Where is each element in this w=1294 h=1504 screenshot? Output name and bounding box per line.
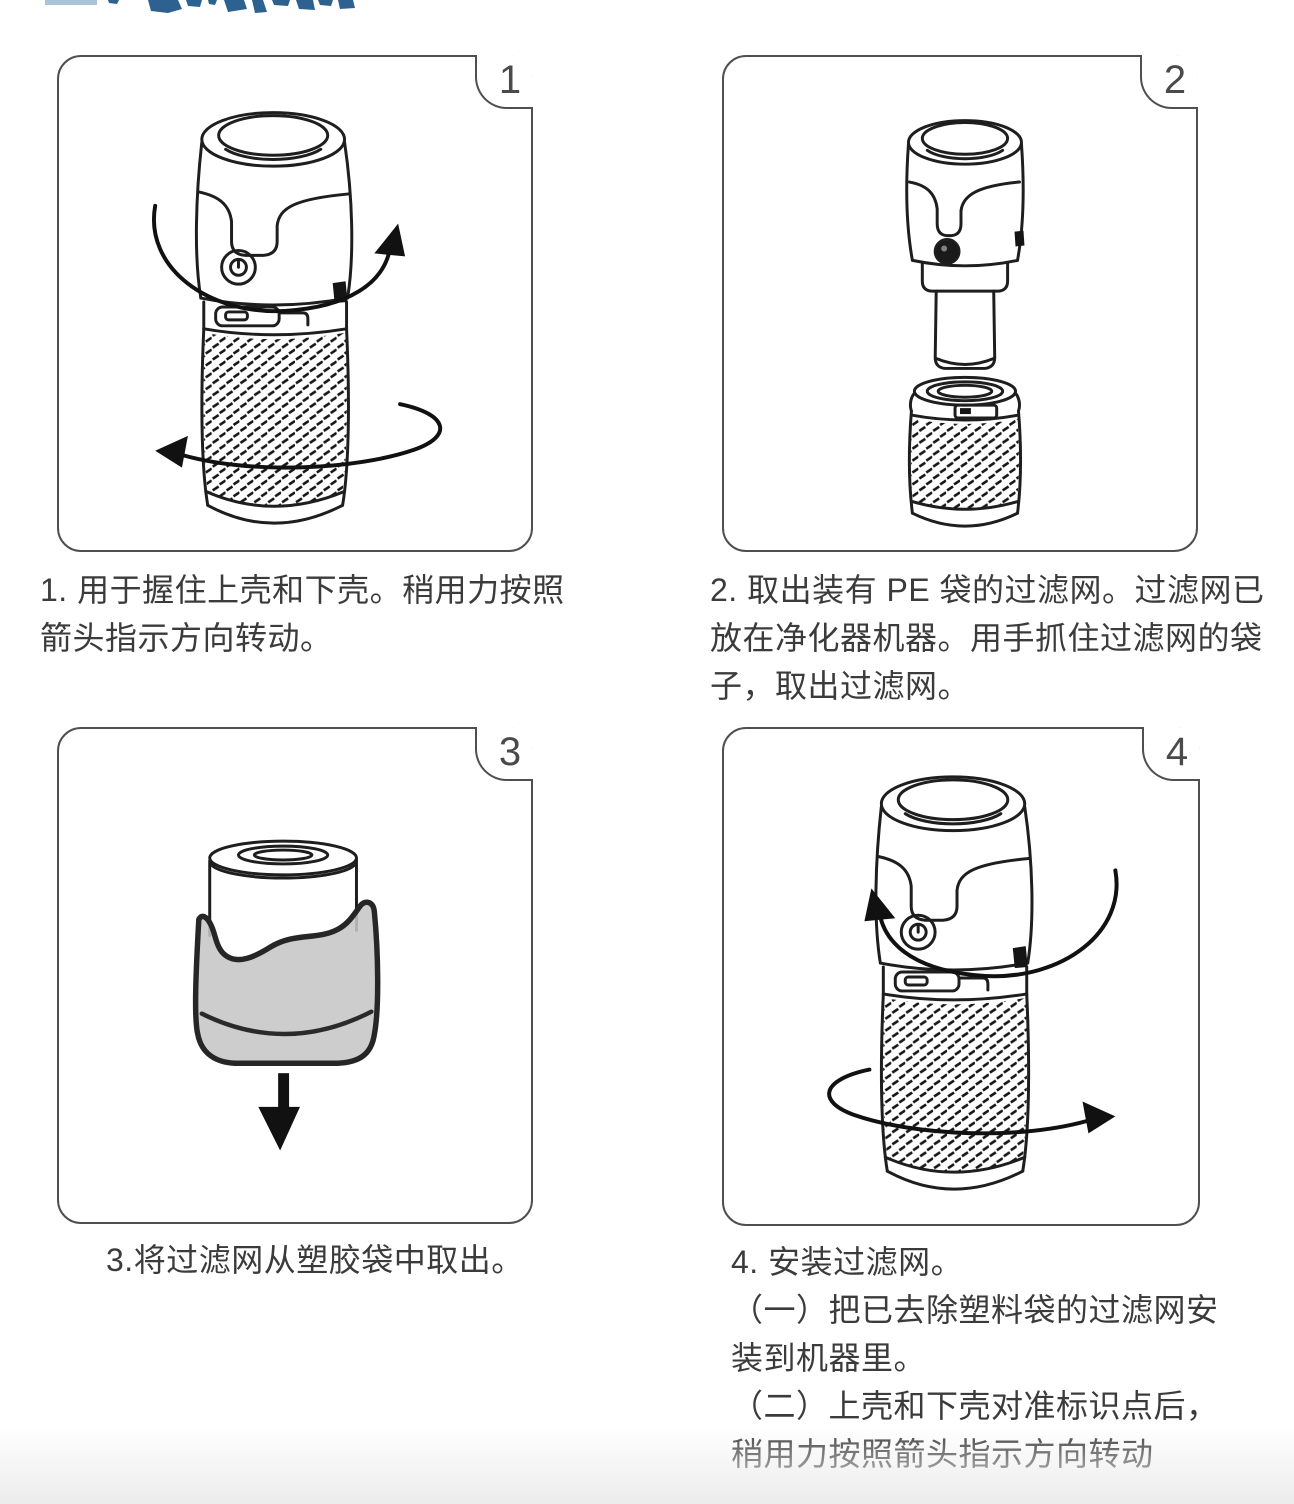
step-1-caption: 1. 用于握住上壳和下壳。稍用力按照 箭头指示方向转动。 — [40, 572, 565, 656]
step-panel-2: 2 — [722, 55, 1198, 552]
step-panel-4: 4 — [722, 727, 1200, 1226]
step-panel-1: 1 — [57, 55, 533, 552]
clipped-heading-fragments — [45, 0, 355, 13]
rotation-arrows-reverse — [827, 868, 1119, 1136]
arrow-down-icon — [258, 1073, 300, 1151]
plastic-bag-drawing — [192, 899, 381, 1066]
purifier-device-drawing — [194, 111, 354, 525]
step-number-badge: 4 — [1142, 727, 1200, 781]
step-1-illustration — [151, 111, 443, 525]
step-4-illustration — [827, 775, 1119, 1191]
filter-mesh — [203, 332, 347, 506]
step-number-badge: 3 — [475, 727, 533, 781]
step-2-illustration — [905, 119, 1025, 528]
step-number: 4 — [1165, 729, 1189, 774]
step-number: 2 — [1163, 57, 1187, 102]
step-panel-3: 3 — [57, 727, 533, 1224]
step-number-badge: 2 — [1140, 55, 1198, 109]
step-number: 1 — [498, 57, 522, 102]
filter-mesh — [883, 997, 1027, 1172]
filter-cylinder-drawing — [208, 839, 358, 937]
page-bottom-fade — [0, 1426, 1294, 1504]
filter-mesh — [911, 419, 1019, 511]
step-number-badge: 1 — [475, 55, 533, 109]
rotation-arrows — [151, 203, 443, 470]
upper-unit-drawing — [905, 119, 1025, 370]
step-number: 3 — [498, 729, 522, 774]
bag-bottom-crease — [199, 1009, 374, 1037]
step-2-caption: 2. 取出装有 PE 袋的过滤网。过滤网已 放在净化器机器。用手抓住过滤网的袋 … — [710, 572, 1265, 704]
step-3-caption: 3.将过滤网从塑胶袋中取出。 — [106, 1242, 524, 1278]
filter-cartridge-drawing — [907, 375, 1023, 528]
step-3-illustration — [192, 839, 381, 1151]
